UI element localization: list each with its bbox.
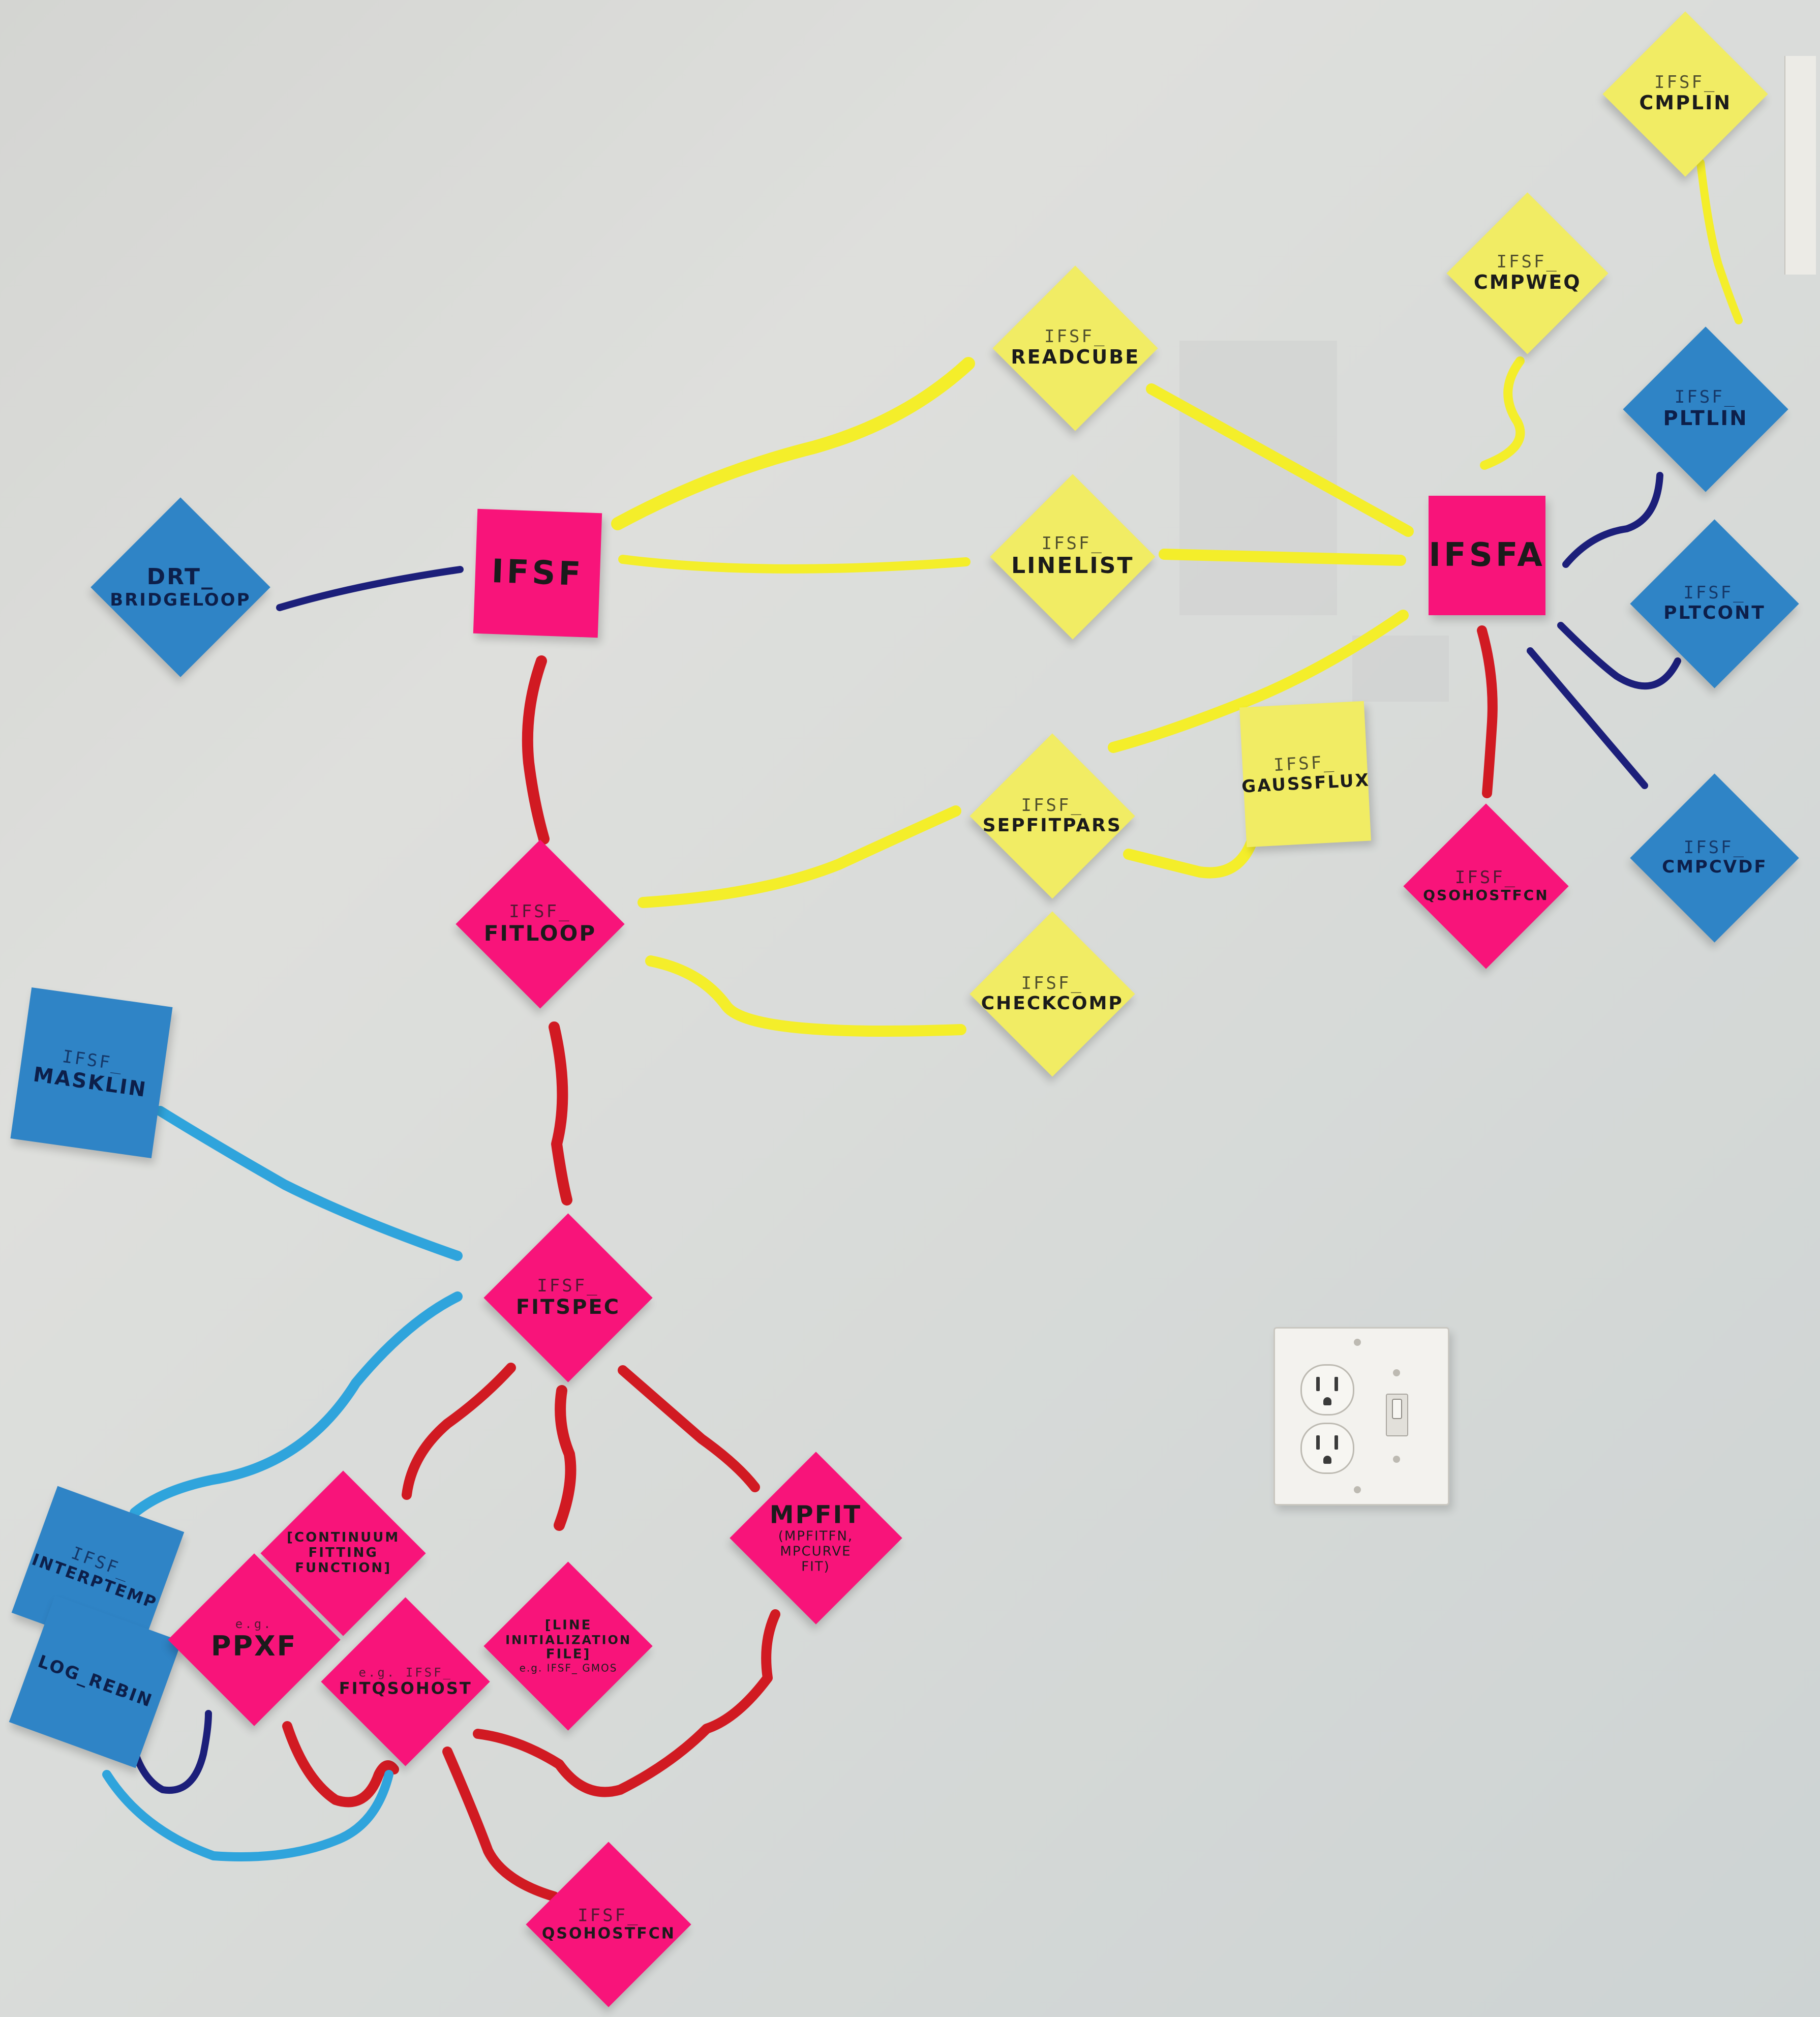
note-line: [LINE — [544, 1617, 592, 1633]
string-fitqsohost-qsohostfcn — [442, 1747, 559, 1902]
note-label: READCUBE — [1011, 346, 1140, 369]
string-fitspec-interptemp — [130, 1291, 463, 1518]
note-label: LINELIST — [1011, 553, 1134, 579]
note-prefix: e.g. — [235, 1616, 273, 1631]
string-bridgeloop-ifsf — [276, 566, 464, 611]
note-label: FITQSOHOST — [339, 1678, 472, 1698]
string-ifsfa-sepfitpars — [1108, 610, 1409, 753]
wall-outlet-plate — [1273, 1327, 1449, 1506]
string-mpfit-fitqsohost — [473, 1609, 780, 1797]
note-prefix: IFSF_ — [1273, 752, 1337, 776]
note-prefix: IFSF_ — [1021, 973, 1084, 994]
note-prefix: IFSF_ — [509, 901, 571, 922]
string-fitspec-continuum — [402, 1363, 516, 1500]
door-frame-edge — [1784, 56, 1816, 275]
screw-icon — [1393, 1456, 1400, 1463]
note-prefix: IFSF_ — [1454, 867, 1518, 888]
note-prefix: IFSF_ — [1654, 72, 1717, 93]
string-fitspec-mpfit — [618, 1365, 760, 1492]
screw-icon — [1393, 1369, 1400, 1376]
note-line: INITIALIZATION — [505, 1633, 631, 1647]
note-prefix: IFSF_ — [537, 1275, 599, 1296]
note-label: LOG_REBIN — [35, 1651, 156, 1712]
note-label: QSOHOSTFCN — [541, 1924, 676, 1943]
note-sub: FIT) — [801, 1559, 831, 1575]
string-ifsf-fitloop — [522, 655, 550, 845]
note-line: FILE] — [545, 1646, 591, 1662]
note-prefix: IFSF_ — [577, 1905, 640, 1926]
light-switch[interactable] — [1386, 1394, 1408, 1436]
tape-residue — [1352, 636, 1449, 702]
note-sub: MPCURVE — [780, 1544, 852, 1559]
note-prefix: DRT_ — [146, 564, 215, 590]
string-logrebin-fitqsohost — [102, 1770, 393, 1861]
string-ifsf-linelist — [618, 555, 970, 574]
string-ifsfa-qsohostfcn — [1477, 625, 1498, 798]
outlet-socket-icon — [1300, 1364, 1354, 1416]
note-ifsf-masklin: IFSF_ MASKLIN — [10, 987, 173, 1159]
note-prefix: IFSF_ — [1496, 251, 1559, 272]
note-label: PLTCONT — [1663, 603, 1766, 624]
note-label: IFSFA — [1429, 536, 1545, 574]
string-fitloop-checkcomp — [645, 955, 966, 1037]
note-label: CMPCVDF — [1661, 857, 1768, 878]
string-ifsfa-pltcont — [1557, 622, 1681, 690]
string-readcube-ifsfa — [1146, 383, 1414, 537]
note-prefix: IFSF_ — [1041, 533, 1104, 554]
string-cmpweq-ifsfa — [1480, 356, 1525, 470]
note-label: CHECKCOMP — [981, 993, 1124, 1014]
note-label: PLTLIN — [1663, 407, 1748, 431]
note-prefix: IFSF_ — [1044, 326, 1107, 347]
string-fitloop-fitspec — [549, 1021, 572, 1206]
note-prefix: IFSF_ — [1683, 583, 1746, 604]
screw-icon — [1354, 1486, 1361, 1493]
note-line: FITTING — [308, 1545, 378, 1561]
string-ifsfa-pltlin — [1562, 472, 1663, 568]
note-label: PPXF — [211, 1630, 297, 1663]
screw-icon — [1354, 1339, 1361, 1346]
switch-toggle-icon — [1392, 1399, 1402, 1419]
note-line: FUNCTION] — [295, 1560, 391, 1576]
string-sepfitpars-gaussflux — [1123, 808, 1264, 879]
note-prefix: e.g. IFSF_ — [358, 1665, 452, 1679]
string-logrebin-ppxf — [129, 1710, 212, 1794]
note-sub: e.g. IFSF_ GMOS — [519, 1662, 617, 1674]
note-label: FITSPEC — [515, 1296, 621, 1319]
note-label: BRIDGELOOP — [110, 589, 251, 610]
note-ifsf: IFSF — [473, 508, 602, 638]
note-label: QSOHOSTFCN — [1423, 887, 1549, 904]
string-fitloop-sepfitpars — [638, 805, 961, 908]
note-line: [CONTINUUM — [286, 1530, 400, 1546]
string-fitspec-lineinit — [554, 1385, 577, 1531]
note-label: FITLOOP — [483, 921, 597, 946]
string-linelist-ifsfa — [1159, 549, 1406, 566]
outlet-socket-icon — [1300, 1423, 1354, 1474]
string-ifsf-readcube — [611, 357, 975, 530]
note-label: SEPFITPARS — [982, 815, 1123, 836]
note-sub: (MPFITFN, — [778, 1528, 854, 1544]
note-ifsfa: IFSFA — [1429, 496, 1545, 615]
note-prefix: IFSF_ — [1674, 387, 1737, 408]
string-cmplin-pltlin — [1696, 159, 1743, 324]
note-label: CMPWEQ — [1473, 271, 1582, 294]
string-ppxf-fitqsohost — [282, 1721, 399, 1808]
note-label: CMPLIN — [1639, 92, 1732, 114]
note-ifsf-gaussflux: IFSF_ GAUSSFLUX — [1239, 701, 1372, 848]
string-ifsfa-cmpcvdf — [1527, 647, 1648, 789]
note-prefix: IFSF_ — [1683, 837, 1746, 858]
note-prefix: IFSF_ — [1021, 795, 1084, 816]
note-label: MPFIT — [770, 1500, 862, 1529]
string-masklin-fitspec — [155, 1106, 463, 1261]
note-label: IFSF — [491, 552, 585, 593]
note-label: GAUSSFLUX — [1241, 770, 1371, 797]
